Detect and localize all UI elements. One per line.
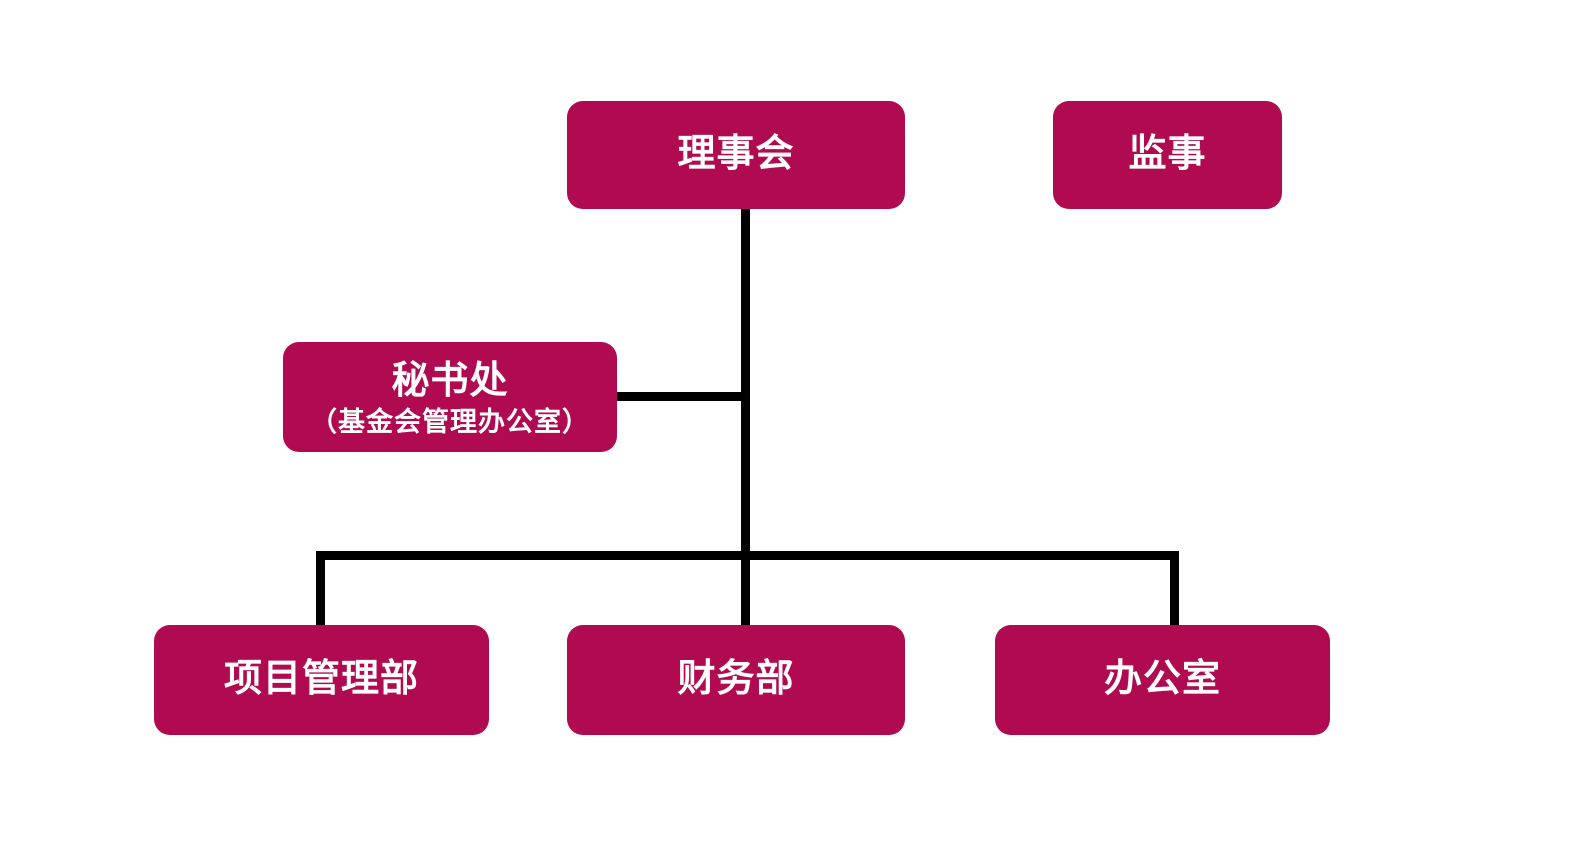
org-node-finance-department[interactable]: 财务部	[567, 625, 905, 735]
org-node-office-label: 办公室	[1103, 658, 1221, 701]
org-node-board[interactable]: 理事会	[567, 101, 905, 209]
org-node-secretariat-sublabel: （基金会管理办公室）	[310, 406, 590, 437]
connector-drop-project-department	[316, 551, 325, 631]
connector-drop-office	[1170, 551, 1179, 631]
connector-horizontal-bus	[316, 551, 1179, 560]
connector-board-to-departments	[741, 205, 750, 629]
org-node-supervisor-label: 监事	[1128, 133, 1207, 176]
org-node-supervisor[interactable]: 监事	[1053, 101, 1282, 209]
org-node-project-department-label: 项目管理部	[223, 658, 419, 701]
connector-secretariat-to-spine	[613, 392, 745, 401]
org-node-finance-department-label: 财务部	[677, 658, 795, 701]
org-node-secretariat-label: 秘书处	[391, 359, 509, 402]
org-node-board-label: 理事会	[677, 133, 795, 176]
org-node-project-department[interactable]: 项目管理部	[154, 625, 489, 735]
org-node-secretariat[interactable]: 秘书处 （基金会管理办公室）	[283, 342, 617, 452]
org-node-office[interactable]: 办公室	[995, 625, 1330, 735]
